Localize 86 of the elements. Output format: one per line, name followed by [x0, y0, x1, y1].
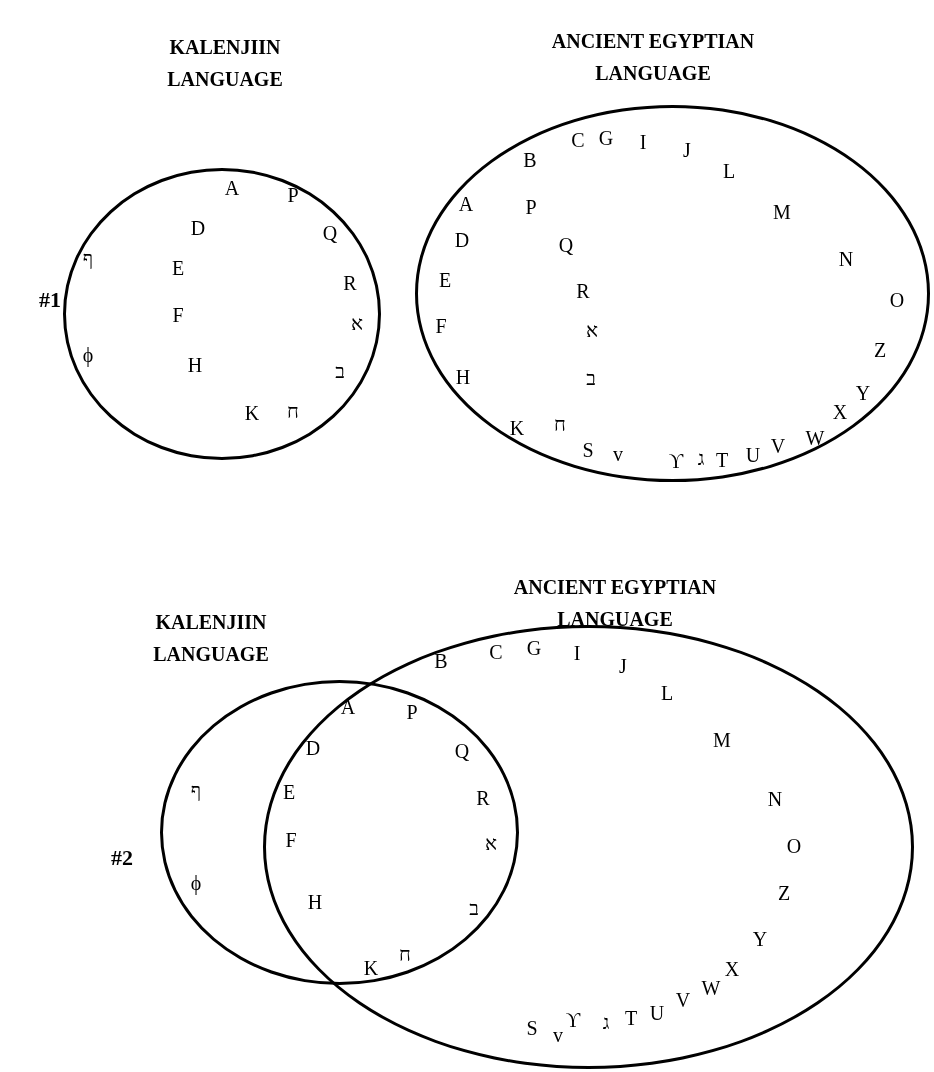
letter-label: T: [715, 450, 729, 470]
letter-label: V: [770, 436, 786, 456]
letter-label: E: [171, 258, 185, 278]
letter-label: ϕ: [82, 345, 94, 365]
letter-label: Q: [322, 223, 338, 243]
letter-label: V: [675, 990, 691, 1010]
letter-label: Z: [777, 883, 791, 903]
letter-label: ח: [554, 414, 566, 434]
letter-label: Q: [558, 235, 574, 255]
letter-label: C: [571, 130, 585, 150]
letter-label: A: [458, 194, 474, 214]
letter-label: K: [244, 403, 260, 423]
letter-label: U: [745, 445, 761, 465]
letter-label: ח: [399, 944, 411, 964]
letter-label: Q: [454, 741, 470, 761]
set-title: ANCIENT EGYPTIAN LANGUAGE: [550, 29, 756, 86]
letter-label: N: [838, 249, 854, 269]
letter-label: ϒ: [668, 451, 684, 471]
letter-label: I: [573, 643, 581, 663]
letter-label: P: [525, 197, 537, 217]
letter-label: Y: [855, 383, 871, 403]
letter-label: F: [435, 316, 447, 336]
letter-label: ף: [190, 780, 202, 800]
letter-label: ף: [82, 248, 94, 268]
letter-label: O: [786, 836, 802, 856]
letter-label: H: [187, 355, 203, 375]
letter-label: L: [722, 161, 736, 181]
letter-label: R: [576, 281, 590, 301]
letter-label: v: [553, 1025, 563, 1045]
letter-label: G: [598, 128, 614, 148]
letter-label: K: [509, 418, 525, 438]
letter-label: M: [773, 202, 791, 222]
letter-label: E: [438, 270, 452, 290]
letter-label: D: [454, 230, 470, 250]
letter-label: G: [526, 638, 542, 658]
letter-label: א: [586, 320, 598, 340]
letter-label: N: [767, 789, 783, 809]
letter-label: A: [224, 178, 240, 198]
letter-label: W: [805, 428, 825, 448]
letter-label: S: [582, 440, 594, 460]
letter-label: א: [351, 313, 363, 333]
letter-label: ב: [586, 368, 596, 388]
letter-label: H: [455, 367, 471, 387]
letter-label: O: [889, 290, 905, 310]
set-title: KALENJIIN LANGUAGE: [166, 35, 284, 92]
letter-label: ϒ: [565, 1010, 581, 1030]
letter-label: D: [305, 738, 321, 758]
letter-label: S: [526, 1018, 538, 1038]
letter-label: M: [713, 730, 731, 750]
letter-label: K: [363, 958, 379, 978]
diagram-number: #1: [39, 289, 61, 311]
letter-label: L: [660, 683, 674, 703]
letter-label: P: [287, 185, 299, 205]
letter-label: X: [724, 959, 740, 979]
letter-label: ג: [697, 448, 705, 468]
letter-label: B: [523, 150, 537, 170]
letter-label: v: [613, 444, 623, 464]
letter-label: ב: [335, 361, 345, 381]
letter-label: J: [683, 140, 691, 160]
letter-label: C: [489, 642, 503, 662]
letter-label: X: [832, 402, 848, 422]
set-title: ANCIENT EGYPTIAN LANGUAGE: [512, 575, 718, 632]
letter-label: F: [172, 305, 184, 325]
set-title: KALENJIIN LANGUAGE: [152, 610, 270, 667]
letter-label: D: [190, 218, 206, 238]
letter-label: W: [701, 978, 721, 998]
letter-label: R: [343, 273, 357, 293]
letter-label: ח: [287, 401, 299, 421]
letter-label: E: [282, 782, 296, 802]
letter-label: Y: [752, 929, 768, 949]
letter-label: T: [624, 1008, 638, 1028]
letter-label: ב: [469, 898, 479, 918]
letter-label: A: [340, 697, 356, 717]
letter-label: R: [476, 788, 490, 808]
letter-label: J: [619, 656, 627, 676]
letter-label: H: [307, 892, 323, 912]
letter-label: Z: [873, 340, 887, 360]
diagram-number: #2: [111, 847, 133, 869]
letter-label: ϕ: [190, 873, 202, 893]
letter-label: B: [434, 651, 448, 671]
letter-label: F: [285, 830, 297, 850]
letter-label: P: [406, 702, 418, 722]
letter-label: ג: [602, 1012, 610, 1032]
letter-label: I: [639, 132, 647, 152]
letter-label: U: [649, 1003, 665, 1023]
letter-label: א: [485, 833, 497, 853]
